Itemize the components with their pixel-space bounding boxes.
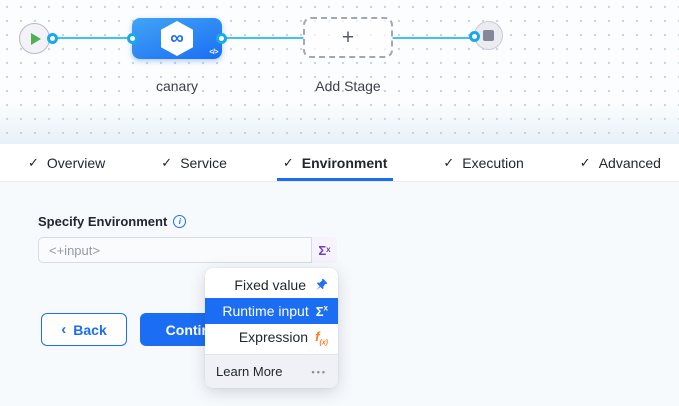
info-icon[interactable]: i	[173, 215, 187, 228]
chevron-left-icon: ‹	[61, 321, 67, 338]
menu-item-label: Runtime input	[222, 303, 309, 319]
check-icon: ✓	[443, 154, 455, 170]
stage-label: canary	[155, 78, 199, 94]
deployment-infinity-icon: ∞	[170, 28, 184, 49]
deployment-hexagon-badge: ∞	[161, 21, 193, 56]
menu-item-label: Fixed value	[234, 277, 306, 293]
tab-label: Service	[180, 154, 227, 171]
tab-overview[interactable]: ✓ Overview	[22, 144, 111, 181]
dropdown-footer: Learn More •••	[205, 354, 338, 388]
menu-item-fixed-value[interactable]: Fixed value	[205, 272, 338, 298]
tab-label: Execution	[462, 154, 524, 171]
pipeline-start-node[interactable]	[19, 23, 50, 54]
tab-execution[interactable]: ✓ Execution	[437, 144, 529, 181]
connector-port[interactable]	[127, 33, 138, 44]
pipeline-edge	[50, 37, 134, 39]
pipeline-edge	[221, 37, 304, 39]
menu-item-label: Expression	[238, 329, 309, 345]
connector-port[interactable]	[216, 33, 227, 44]
back-button[interactable]: ‹ Back	[41, 313, 127, 346]
sigma-icon: Σx	[315, 303, 328, 319]
environment-input[interactable]	[38, 237, 337, 263]
stage-node-canary[interactable]: ∞ </>	[132, 18, 222, 59]
stop-icon	[483, 30, 494, 41]
plus-icon: +	[341, 26, 355, 49]
menu-item-runtime-input[interactable]: Runtime input Σx	[205, 298, 338, 324]
stage-config-tabbar: ✓ Overview ✓ Service ✓ Environment ✓ Exe…	[0, 144, 679, 182]
input-type-dropdown: Fixed value Runtime input Σx Expression …	[205, 268, 338, 388]
learn-more-link[interactable]: Learn More	[216, 364, 283, 379]
specify-environment-row: Specify Environment i	[38, 214, 187, 229]
check-icon: ✓	[28, 154, 39, 170]
environment-input-wrap: Σx	[38, 237, 337, 263]
pipeline-canvas: ∞ </> + canary Add Stage	[0, 0, 679, 144]
tab-environment[interactable]: ✓ Environment	[276, 144, 394, 181]
code-icon: </>	[209, 49, 218, 56]
check-icon: ✓	[282, 154, 294, 170]
connector-port[interactable]	[47, 33, 58, 44]
pin-icon	[313, 278, 328, 293]
expression-fx-icon: f(x)	[315, 329, 328, 347]
play-icon	[31, 33, 41, 45]
pipeline-edge	[392, 37, 474, 39]
connector-port[interactable]	[469, 31, 480, 42]
check-icon: ✓	[579, 154, 591, 170]
add-stage-label: Add Stage	[315, 78, 381, 94]
tab-service[interactable]: ✓ Service	[155, 144, 233, 181]
ellipsis-icon[interactable]: •••	[311, 366, 327, 377]
tab-label: Overview	[46, 154, 106, 171]
menu-item-expression[interactable]: Expression f(x)	[205, 324, 338, 350]
tab-label: Advanced	[598, 154, 661, 171]
back-button-label: Back	[73, 321, 107, 338]
tab-advanced[interactable]: ✓ Advanced	[574, 144, 667, 181]
specify-environment-label: Specify Environment	[38, 214, 168, 229]
tab-label: Environment	[301, 154, 388, 171]
add-stage-button[interactable]: +	[303, 17, 393, 58]
dropdown-items: Fixed value Runtime input Σx Expression …	[205, 268, 338, 354]
check-icon: ✓	[161, 154, 173, 170]
